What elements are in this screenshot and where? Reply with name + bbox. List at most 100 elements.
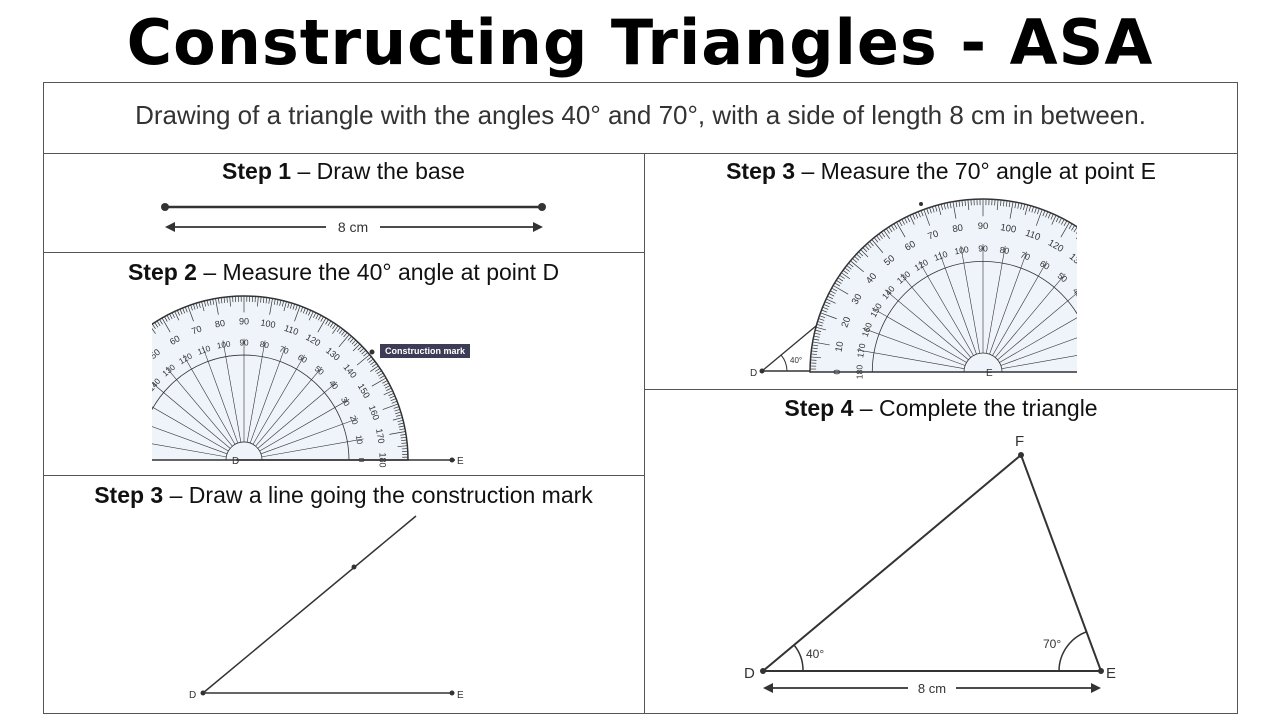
protractor-tick — [399, 428, 406, 431]
protractor-label-outer: 60 — [168, 333, 182, 347]
protractor-tick — [860, 249, 869, 258]
protractor-ray — [259, 399, 350, 452]
protractor-ray — [222, 340, 242, 443]
protractor-tick — [398, 425, 405, 428]
protractor-tick — [878, 233, 883, 239]
protractor-tick — [351, 339, 357, 345]
protractor-tick — [1045, 211, 1049, 218]
protractor-tick — [295, 304, 298, 311]
protractor-ray — [871, 307, 967, 363]
step-label: Step 3 — [94, 482, 164, 508]
point-e-label: E — [1106, 665, 1116, 682]
point-d-dot — [760, 668, 766, 674]
protractor-tick — [811, 350, 818, 353]
protractor-tick — [909, 215, 915, 225]
protractor-ray — [997, 292, 1077, 360]
protractor-tick — [169, 313, 173, 320]
protractor-tick — [220, 297, 223, 304]
protractor-label-inner: 70 — [1019, 250, 1032, 263]
step-label: Step 1 — [222, 158, 292, 184]
protractor-tick — [375, 368, 381, 372]
protractor-label-outer: 60 — [903, 239, 918, 254]
protractor-tick — [276, 299, 279, 306]
protractor-tick — [1047, 212, 1051, 219]
protractor-tick — [320, 316, 324, 322]
arrowhead — [763, 683, 773, 693]
point-e-label: E — [457, 690, 464, 701]
angle-arc-40 — [793, 644, 804, 672]
protractor-tick — [388, 392, 394, 396]
protractor-tick — [317, 315, 322, 321]
angle-70-label: 70° — [1043, 637, 1061, 651]
protractor-label-outer: 170 — [374, 428, 386, 445]
protractor-tick — [347, 335, 352, 341]
protractor-ray — [152, 443, 227, 458]
protractor-tick — [844, 267, 850, 272]
protractor-label-inner: 170 — [855, 342, 867, 358]
protractor-tick — [1008, 201, 1011, 208]
triangle-def — [760, 453, 1103, 672]
protractor-tick — [359, 347, 365, 353]
protractor-label-outer: 130 — [1067, 251, 1086, 270]
protractor-tick — [262, 297, 265, 303]
protractor-tick — [815, 326, 827, 331]
protractor-tick — [269, 298, 273, 315]
protractor-tick — [915, 212, 919, 219]
protractor-tick — [810, 356, 822, 359]
protractor-tick — [858, 251, 864, 257]
protractor-ray — [165, 366, 233, 447]
protractor-tick — [283, 301, 287, 312]
protractor-label-outer: 70 — [926, 228, 940, 242]
angle-40-label: 40° — [790, 356, 802, 365]
protractor-label-outer: 20 — [839, 315, 853, 329]
protractor-tick — [833, 285, 849, 295]
protractor-tick — [391, 400, 398, 404]
protractor-tick — [817, 321, 824, 324]
protractor-label-inner: 160 — [860, 321, 874, 338]
protractor-tick — [392, 417, 403, 421]
protractor-tick — [869, 241, 874, 247]
protractor-tick — [376, 370, 382, 375]
step-text: – Draw the base — [297, 158, 465, 184]
protractor-tick — [864, 245, 870, 251]
protractor-tick — [315, 313, 319, 320]
protractor-tick — [839, 274, 845, 279]
protractor-tick — [862, 247, 868, 253]
protractor-outline — [809, 198, 1077, 373]
arrowhead — [533, 222, 543, 232]
protractor-body: 1800170101602015030140401305012060110701… — [809, 198, 1086, 379]
protractor-tick — [920, 210, 924, 217]
content-frame — [43, 82, 1238, 714]
protractor-tick — [837, 277, 844, 282]
protractor-ray — [960, 245, 980, 354]
protractor-label-inner: 60 — [1038, 258, 1051, 272]
protractor-tick — [854, 255, 860, 261]
protractor-ray — [257, 381, 338, 449]
protractor-tick — [302, 307, 306, 314]
protractor-tick — [152, 328, 156, 334]
protractor-tick — [397, 419, 404, 423]
protractor-tick — [822, 306, 829, 310]
protractor-tick — [287, 302, 290, 308]
protractor-tick — [876, 235, 881, 241]
protractor-tick — [300, 306, 304, 313]
protractor-tick — [332, 325, 339, 334]
protractor-label-inner: 100 — [216, 339, 231, 350]
protractor-tick — [338, 334, 350, 348]
protractor-tick — [943, 203, 946, 210]
protractor-ray — [989, 251, 1028, 355]
protractor-tick — [209, 299, 212, 306]
protractor-tick — [823, 304, 830, 308]
protractor-tick — [217, 297, 220, 304]
protractor-tick — [308, 311, 314, 321]
divider — [644, 153, 645, 714]
protractor-tick — [891, 225, 895, 231]
protractor-label-outer: 100 — [260, 317, 277, 329]
step-label: Step 2 — [127, 259, 197, 285]
protractor-tick — [389, 395, 396, 399]
protractor-tick — [996, 199, 999, 211]
protractor-tick — [827, 295, 834, 300]
protractor-tick — [384, 385, 391, 389]
protractor-tick — [187, 305, 194, 322]
protractor-tick — [1073, 226, 1077, 233]
